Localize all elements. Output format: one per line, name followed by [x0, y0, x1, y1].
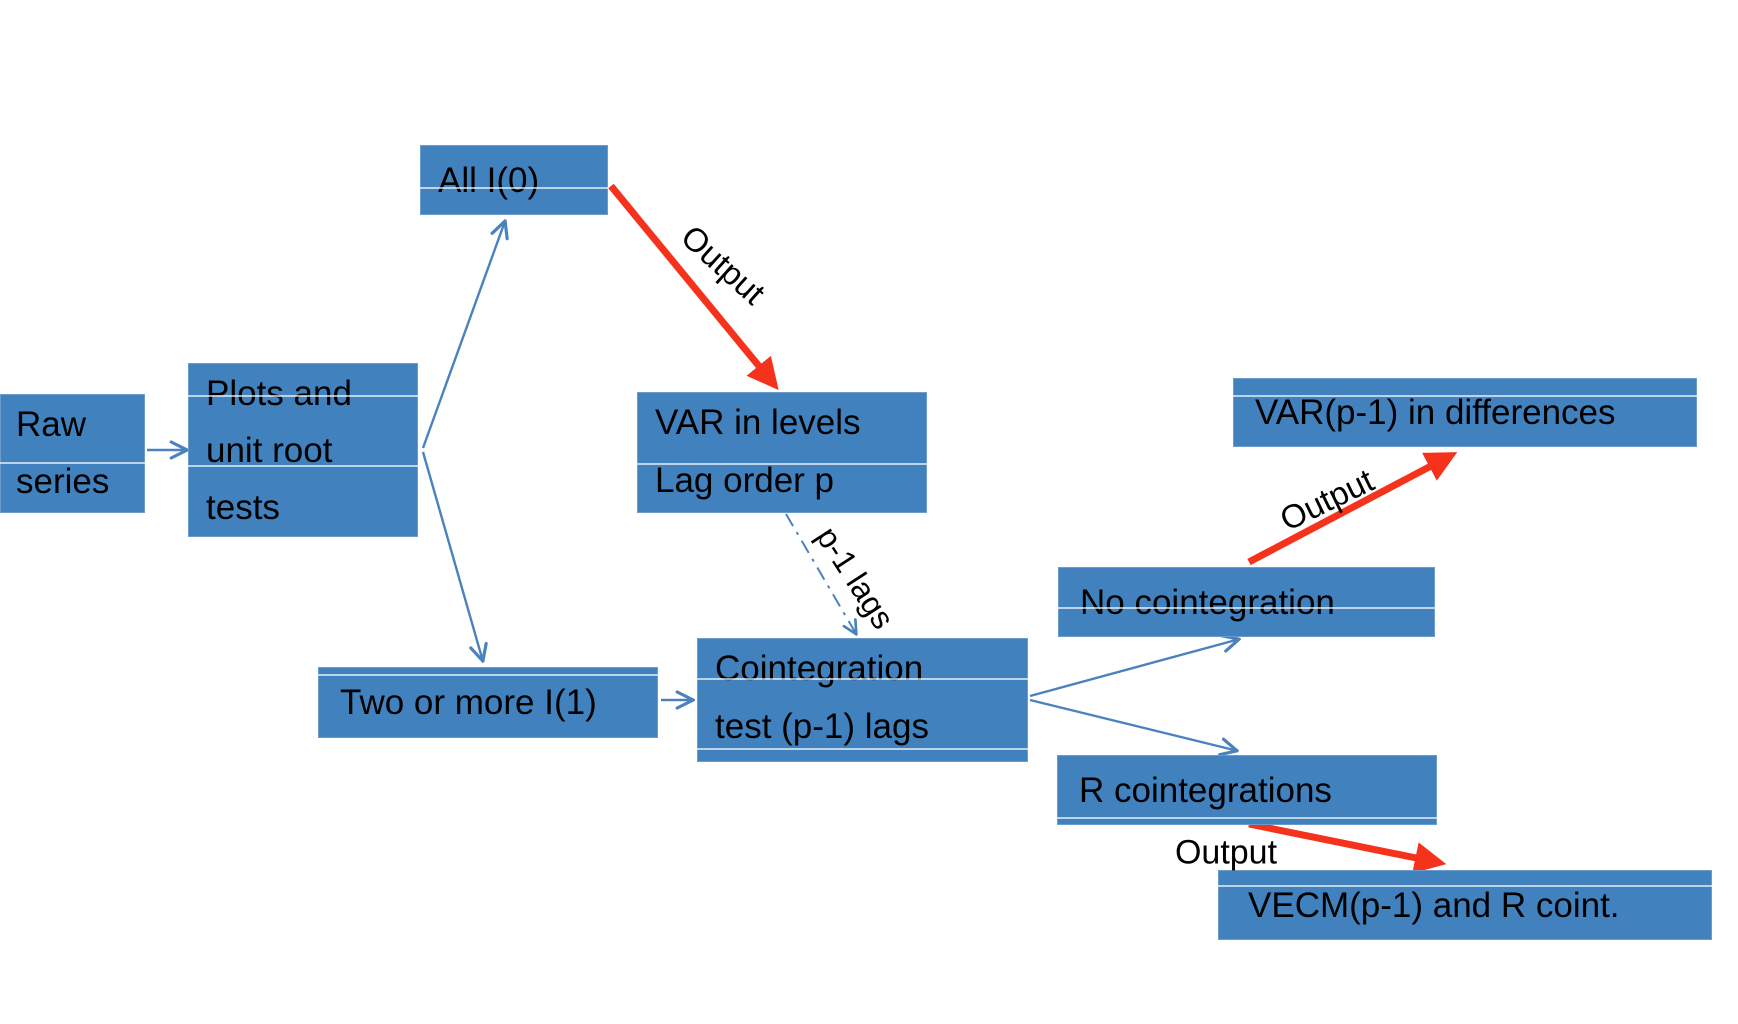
- box-text-line: All I(0): [438, 160, 540, 200]
- box-text-line: Plots and: [206, 374, 352, 413]
- arrow-label-output-bottom: Output: [1174, 833, 1278, 872]
- box-text-line: Cointegration: [715, 649, 924, 688]
- box-text-line: Lag order p: [655, 461, 835, 500]
- arrow-output-alli0-to-var: [608, 183, 779, 391]
- arrow-var-to-coint-dashdot: [785, 513, 855, 632]
- arrow-coint-to-nocoint: [1029, 640, 1236, 698]
- arrow-coint-to-rcoint: [1029, 698, 1234, 750]
- box-all-i0: All I(0): [420, 145, 608, 215]
- box-text-line: tests: [206, 488, 280, 527]
- arrow-label-output-right: Output: [1274, 461, 1380, 538]
- box-text-line: unit root: [206, 431, 333, 470]
- arrow-label-output-top: Output: [674, 217, 773, 312]
- box-text-line: series: [16, 462, 110, 501]
- arrow-plots-to-alli0: [421, 224, 504, 449]
- arrow-label-p1-lags: p-1 lags: [809, 520, 902, 636]
- box-var-p1-in-differences: VAR(p-1) in differences: [1233, 378, 1697, 447]
- box-text-line: Raw: [16, 405, 87, 444]
- box-two-or-more-i1: Two or more I(1): [318, 667, 658, 738]
- arrow-output-rcoint-to-vecm: [1248, 820, 1447, 874]
- box-var-in-levels: VAR in levels Lag order p: [637, 392, 927, 513]
- box-text-line: No cointegration: [1080, 582, 1335, 622]
- box-cointegration-test: Cointegration test (p-1) lags: [697, 638, 1028, 762]
- box-text-line: VECM(p-1) and R coint.: [1248, 885, 1620, 925]
- box-text-line: VAR(p-1) in differences: [1255, 393, 1616, 432]
- box-plots-unit-root-tests: Plots and unit root tests: [188, 363, 418, 537]
- box-raw-series: Raw series: [0, 394, 145, 513]
- box-text-line: VAR in levels: [655, 403, 861, 442]
- box-vecm-and-r-coint: VECM(p-1) and R coint.: [1218, 870, 1712, 940]
- arrow-plots-to-twoormore: [421, 451, 482, 658]
- arrow-output-nocoint-to-vardiff: [1247, 452, 1458, 566]
- box-text-line: test (p-1) lags: [715, 707, 929, 746]
- box-r-cointegrations: R cointegrations: [1057, 755, 1437, 825]
- box-no-cointegration: No cointegration: [1058, 567, 1435, 637]
- box-text-line: Two or more I(1): [340, 683, 597, 722]
- box-text-line: R cointegrations: [1079, 770, 1332, 810]
